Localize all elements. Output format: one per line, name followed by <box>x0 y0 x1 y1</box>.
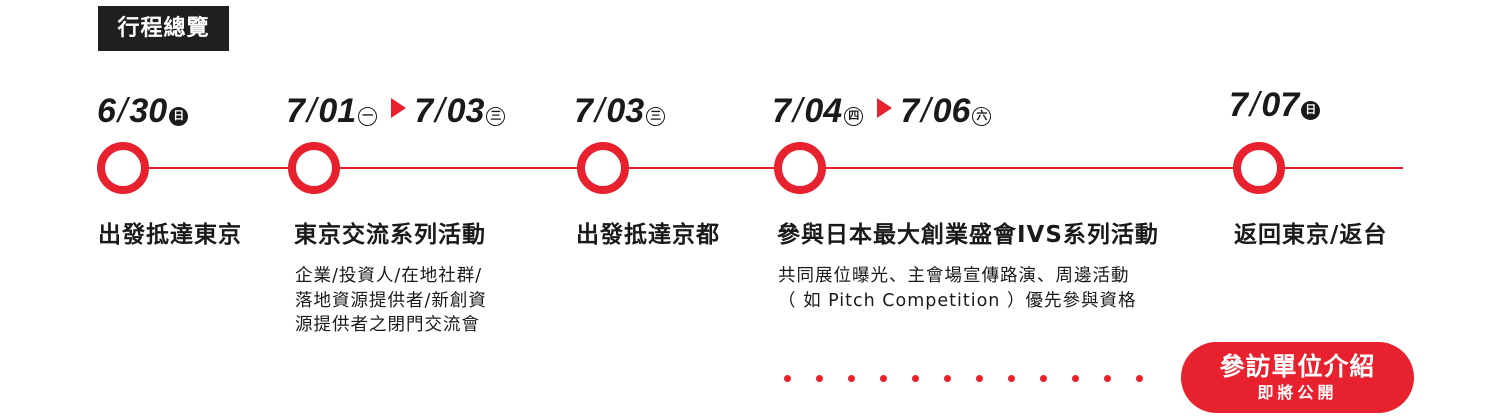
leader-dot <box>976 375 983 382</box>
stop-title: 返回東京/返台 <box>1234 222 1388 248</box>
date-slash: / <box>435 92 445 130</box>
leader-dot <box>1008 375 1015 382</box>
date-day: 30 <box>129 92 168 130</box>
date-month: 7 <box>1229 86 1248 124</box>
date-slash: / <box>117 92 128 130</box>
weekday-badge: 三 <box>486 106 506 126</box>
date-day: 03 <box>446 92 485 130</box>
leader-dot <box>1104 375 1111 382</box>
leader-dot <box>1072 375 1079 382</box>
timeline-node <box>97 142 149 194</box>
timeline-node <box>774 142 826 194</box>
weekday-badge: 日 <box>169 106 189 126</box>
date-month: 6 <box>97 92 116 130</box>
leader-dot <box>912 375 919 382</box>
date-day: 03 <box>606 92 645 130</box>
weekday-badge: 六 <box>972 106 992 126</box>
date-month: 7 <box>414 92 434 130</box>
cta-sub-label: 即將公開 <box>1257 383 1338 402</box>
date-month: 7 <box>900 92 920 130</box>
leader-dot <box>880 375 887 382</box>
weekday-badge: 三 <box>646 106 666 126</box>
timeline-node <box>577 142 629 194</box>
range-arrow-icon <box>391 98 407 118</box>
weekday-badge: 一 <box>358 106 378 126</box>
leader-dot <box>1136 375 1143 382</box>
leader-dot <box>1040 375 1047 382</box>
weekday-badge: 日 <box>1301 100 1321 120</box>
stop-title: 出發抵達東京 <box>98 222 242 248</box>
date-day: 07 <box>1261 86 1300 124</box>
stop-title: 參與日本最大創業盛會IVS系列活動 <box>777 222 1159 248</box>
timeline-line <box>120 167 1403 169</box>
stop-description: 企業/投資人/在地社群/ 落地資源提供者/新創資 源提供者之閉門交流會 <box>295 266 487 335</box>
timeline-node <box>1233 142 1285 194</box>
stop-title: 東京交流系列活動 <box>294 222 486 248</box>
visit-units-cta-button[interactable]: 參訪單位介紹 即將公開 <box>1181 342 1414 413</box>
stop-title: 出發抵達京都 <box>576 222 720 248</box>
date-slash: / <box>306 92 317 130</box>
date-day: 04 <box>804 92 843 130</box>
date-day: 06 <box>932 92 971 130</box>
date-month: 7 <box>286 92 305 130</box>
section-title-badge: 行程總覽 <box>98 6 229 51</box>
date-slash: / <box>792 92 803 130</box>
leader-dot <box>816 375 823 382</box>
date-slash: / <box>1249 86 1260 124</box>
weekday-badge: 四 <box>844 106 864 126</box>
range-arrow-icon <box>877 98 893 118</box>
date-slash: / <box>921 92 931 130</box>
leader-dot <box>944 375 951 382</box>
date-day: 01 <box>318 92 357 130</box>
timeline-node <box>288 142 340 194</box>
cta-main-label: 參訪單位介紹 <box>1219 352 1376 381</box>
date-month: 7 <box>574 92 593 130</box>
date-slash: / <box>594 92 605 130</box>
stop-description: 共同展位曝光、主會場宣傳路演、周邊活動 （ 如 Pitch Competitio… <box>778 266 1137 311</box>
leader-dot <box>784 375 791 382</box>
date-month: 7 <box>772 92 791 130</box>
leader-dot <box>848 375 855 382</box>
